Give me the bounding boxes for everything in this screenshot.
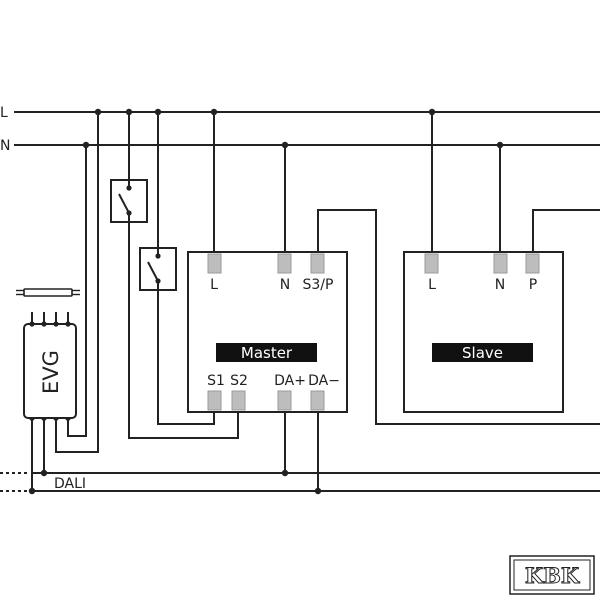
junction-dot: [94, 108, 102, 116]
junction-dot: [210, 108, 218, 116]
slave-terminal-n: [493, 253, 508, 274]
dali-bus-label: DALI: [54, 476, 86, 492]
master-s3p-wire: [317, 209, 600, 425]
junction-dot: [82, 141, 90, 149]
logo-inner-frame: [513, 559, 591, 591]
master-label-da-plus: DA+: [274, 373, 306, 389]
switch-2-blade: [147, 261, 159, 282]
logo-text: KBK: [525, 563, 580, 588]
master-terminal-s3p: [310, 253, 325, 274]
lamp-tube-body: [23, 288, 73, 297]
master-label-s2: S2: [230, 373, 248, 389]
switch-2-to-s1: [157, 290, 215, 425]
slave-terminal-l: [424, 253, 439, 274]
evg-label: EVG: [39, 350, 63, 394]
slave-title: Slave: [462, 344, 503, 362]
evg-terminal-dot: [53, 321, 59, 327]
master-title: Master: [241, 344, 293, 362]
slave-label-p: P: [529, 277, 537, 293]
master-terminal-n: [277, 253, 292, 274]
slave-label-n: N: [495, 277, 505, 293]
master-terminal-da-minus: [310, 390, 325, 411]
master-box: [187, 251, 348, 413]
junction-dot: [28, 487, 36, 495]
evg-l-wire: [55, 112, 99, 453]
evg-ballast: EVG: [23, 312, 77, 419]
master-label-l: L: [210, 277, 218, 293]
evg-terminal-dot: [29, 321, 35, 327]
master-title-bar: [216, 343, 317, 362]
evg-n-wire: [67, 145, 87, 437]
master-terminal-s1: [207, 390, 222, 411]
junction-dot: [154, 108, 162, 116]
evg-terminal-dot: [41, 321, 47, 327]
junction-dot: [40, 469, 48, 477]
master-label-n: N: [280, 277, 290, 293]
junction-dot: [428, 108, 436, 116]
master-label-da-minus: DA−: [308, 373, 340, 389]
evg-box: [23, 323, 77, 419]
l-bus-label: L: [0, 105, 8, 121]
slave-terminal-p: [525, 253, 540, 274]
slave-device: L N P Slave: [403, 251, 564, 413]
junction-dot: [281, 141, 289, 149]
slave-label-l: L: [428, 277, 436, 293]
master-terminal-s2: [231, 390, 246, 411]
n-bus-label: N: [0, 138, 10, 154]
switch-2: [139, 247, 177, 291]
switch-1: [110, 179, 148, 223]
switch-1-to-s2: [128, 222, 239, 439]
kbk-logo: KBK: [509, 555, 595, 595]
wires: [31, 112, 600, 491]
slave-box: [403, 251, 564, 413]
evg-terminal-dot: [65, 321, 71, 327]
switch-1-blade: [118, 193, 130, 214]
master-label-s3p: S3/P: [303, 277, 334, 293]
lamp-tube-icon: [16, 288, 80, 297]
junction-dots: [28, 108, 504, 495]
slave-title-bar: [432, 343, 533, 362]
slave-p-wire: [532, 209, 600, 252]
junction-dot: [496, 141, 504, 149]
junction-dot: [281, 469, 289, 477]
master-terminal-da-plus: [277, 390, 292, 411]
master-terminal-l: [207, 253, 222, 274]
master-device: L N S3/P S1 S2 DA+ DA− Master: [187, 251, 348, 413]
junction-dot: [314, 487, 322, 495]
junction-dot: [125, 108, 133, 116]
master-label-s1: S1: [207, 373, 225, 389]
